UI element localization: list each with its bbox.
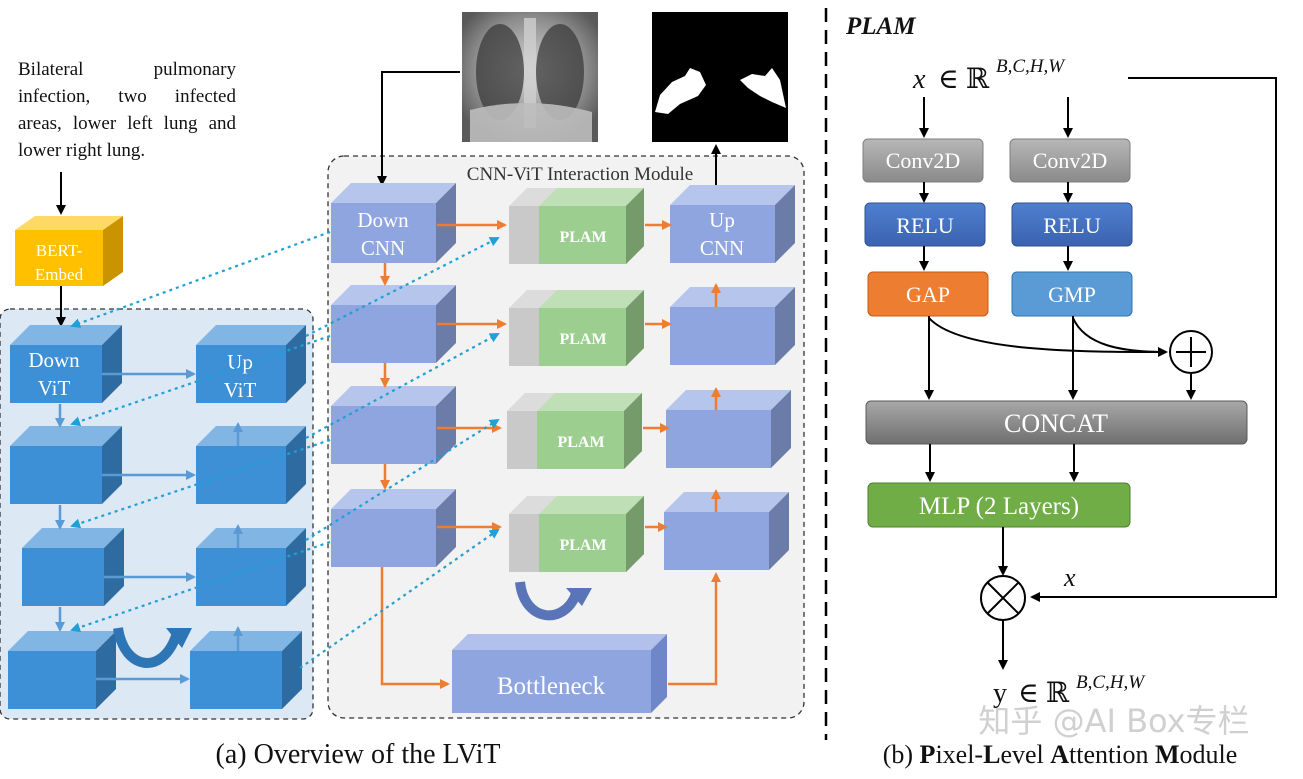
up-vit-line1: Up [227,350,253,374]
input-expression: x ∈ ℝ B,C,H,W [912,56,1066,95]
down-vit-line1: Down [28,348,80,372]
plam-block-1 [539,188,644,264]
vit-up-block-3 [196,528,306,606]
cnn-up-block-2 [670,287,795,365]
vit-loop-arrow [113,627,181,668]
description-text: Bilateral pulmonary infection, two infec… [18,59,236,161]
plam-block-label-4: PLAM [559,537,606,554]
watermark-text: 知乎 @AI Box专栏 [978,702,1249,740]
down-cnn-line2: CNN [361,236,405,260]
conv-left-label: Conv2D [886,148,961,173]
mlp-label: MLP (2 Layers) [919,493,1079,520]
vit-down-block-2 [10,426,122,504]
bottleneck-label: Bottleneck [497,673,606,700]
plam-block-label-3: PLAM [557,434,604,451]
output-y: y [993,678,1007,709]
cnn-vit-module-title: CNN-ViT Interaction Module [467,164,693,185]
vit-panel [0,308,314,720]
up-cnn-line1: Up [709,208,735,232]
vit-up-block-2 [196,426,306,504]
up-cnn-line2: CNN [700,236,744,260]
plam-block-3 [537,393,642,469]
vit-down-block-4 [8,631,116,709]
segmentation-mask [652,12,788,142]
gap-label: GAP [906,282,950,307]
bert-label-line2: Embed [35,265,84,284]
plam-block-label-2: PLAM [559,331,606,348]
mlp-box [867,482,1131,528]
down-vit-line2: ViT [38,376,71,400]
relu-right-box [1011,202,1133,247]
relu-right-label: RELU [1043,213,1101,238]
plam-title: PLAM [845,13,916,40]
conv-right-label: Conv2D [1033,148,1108,173]
input-sup: B,C,H,W [996,56,1066,77]
cnn-up-block-4 [664,492,789,570]
plam-block-2 [539,290,644,366]
plam-block-label-1: PLAM [559,229,606,246]
cnn-down-block-3 [331,386,456,464]
cnn-down-block-2 [331,285,456,363]
plam-block-4 [539,496,644,572]
vit-down-block-1 [10,325,122,403]
vit-up-block-4 [190,631,302,709]
concat-label: CONCAT [1004,409,1108,438]
xray-image [462,12,598,142]
skip-x-label: x [1063,563,1076,592]
plam-loop-arrow [515,581,581,621]
caption-b: (b) Pixel-Level Attention Module [883,740,1238,769]
up-vit-line2: ViT [224,378,257,402]
relu-left-label: RELU [896,213,954,238]
cnn-up-block-3 [666,390,791,468]
caption-a: (a) Overview of the LViT [216,739,501,770]
concat-box [865,400,1248,445]
cnn-up-block-1 [670,185,795,263]
bottleneck-block: Bottleneck [452,634,667,713]
vit-down-block-3 [22,528,124,606]
conv2d-right-box [1009,138,1131,183]
cnn-down-block-1 [331,183,456,263]
output-in: ∈ ℝ [1018,678,1070,709]
gmp-label: GMP [1048,282,1096,307]
down-cnn-line1: Down [357,208,409,232]
vit-up-block-1 [196,325,306,403]
input-in: ∈ ℝ [938,64,990,95]
input-x: x [912,64,926,95]
bert-embed-block: BERT- Embed [15,216,123,286]
output-expression: y ∈ ℝ B,C,H,W [993,672,1146,709]
output-sup: B,C,H,W [1076,672,1146,693]
bert-label-line1: BERT- [36,241,83,260]
